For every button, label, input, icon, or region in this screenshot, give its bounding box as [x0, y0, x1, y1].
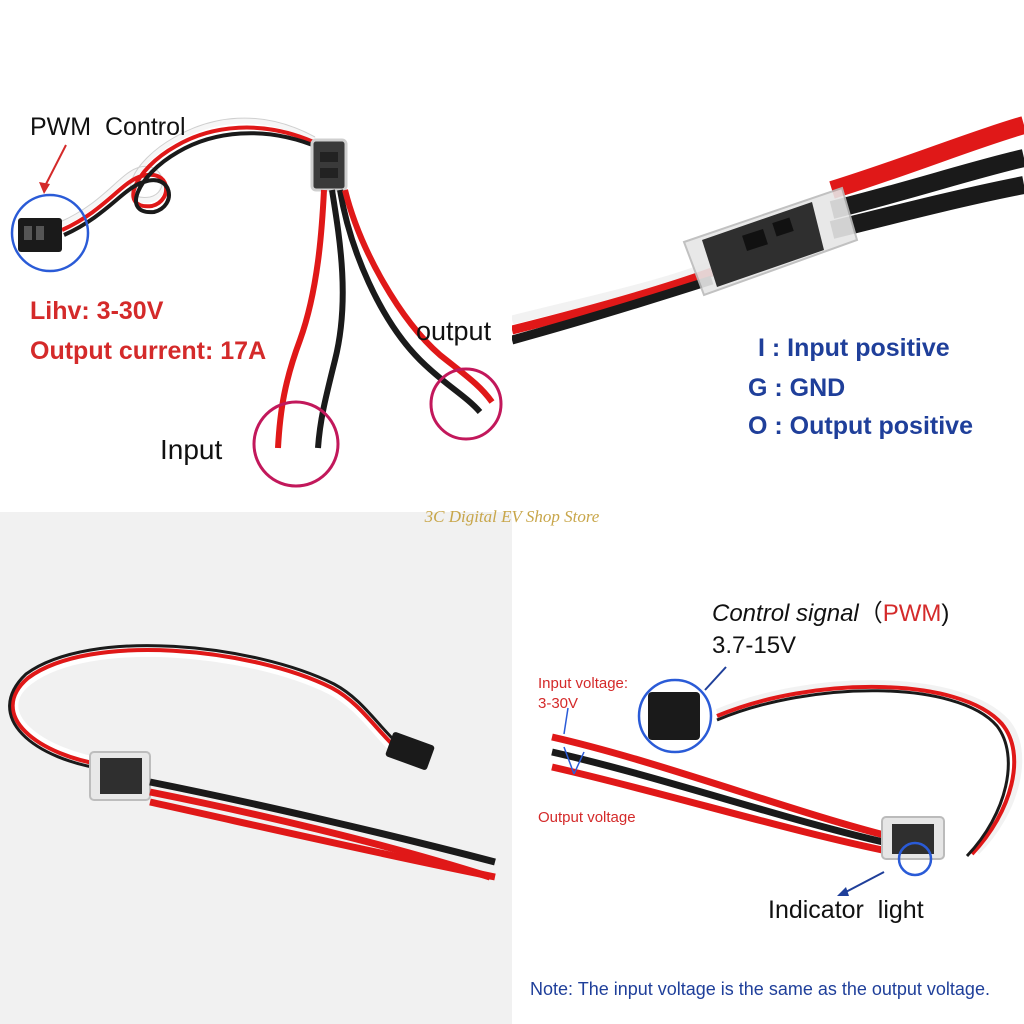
module-photo-bottom-right [551, 666, 1023, 896]
pwm-arrow [43, 144, 67, 189]
pin-gnd: G : GND [748, 374, 846, 402]
bl-servo-connector [385, 732, 435, 770]
pwm-word: PWM [882, 600, 942, 627]
output-wire-red [342, 189, 495, 404]
output-label: output [416, 316, 492, 346]
panel-bottom-left [0, 512, 512, 1024]
br-servo-connector [648, 692, 700, 740]
control-signal-circle [637, 678, 713, 754]
pin-input-positive: I : Input positive [758, 334, 950, 362]
current-label: Output current: 17A [30, 337, 267, 365]
servo-wire-white [58, 118, 317, 228]
closeup-wire-black [829, 149, 1024, 219]
indicator-light-label: Indicator light [768, 896, 924, 924]
input-label: Input [160, 434, 223, 465]
panel-bottom-right: Control signal（PWM) 3.7-15V Input voltag… [512, 512, 1024, 1024]
control-range-label: 3.7-15V [712, 632, 797, 659]
module-photo-top-left [10, 117, 503, 488]
input-circle [252, 400, 340, 488]
panel-top-right: I : Input positive G : GND O : Output po… [512, 0, 1024, 512]
servo-wire-black [63, 131, 321, 237]
module-photo-bottom-left [8, 644, 496, 881]
pwm-switch-module [310, 138, 348, 192]
control-signal-text: Control signal [712, 600, 859, 627]
store-watermark: 3C Digital EV Shop Store [424, 507, 600, 526]
input-wire-red [275, 189, 327, 449]
input-wire-black [315, 189, 346, 449]
closeup-wire-red [829, 116, 1024, 199]
voltage-label: Lihv: 3-30V [30, 297, 164, 325]
panel-top-left: PWM Control Lihv: 3-30V Output current: … [0, 0, 512, 512]
servo-wire-red [61, 125, 319, 232]
output-circle [429, 367, 503, 441]
input-voltage-label-1: Input voltage: [538, 675, 629, 692]
input-voltage-label-2: 3-30V [538, 695, 579, 712]
output-wire-black [337, 189, 483, 415]
bl-module [100, 758, 142, 794]
module-closeup-photo [512, 116, 1024, 345]
output-voltage-label: Output voltage [538, 809, 636, 826]
pwm-connector-circle [10, 193, 90, 273]
control-signal-label: Control signal（PWM) [712, 600, 950, 627]
indicator-circle [897, 841, 933, 877]
pwm-control-label: PWM Control [30, 113, 186, 141]
pin-output-positive: O : Output positive [748, 412, 973, 440]
note-text: Note: The input voltage is the same as t… [530, 979, 990, 999]
